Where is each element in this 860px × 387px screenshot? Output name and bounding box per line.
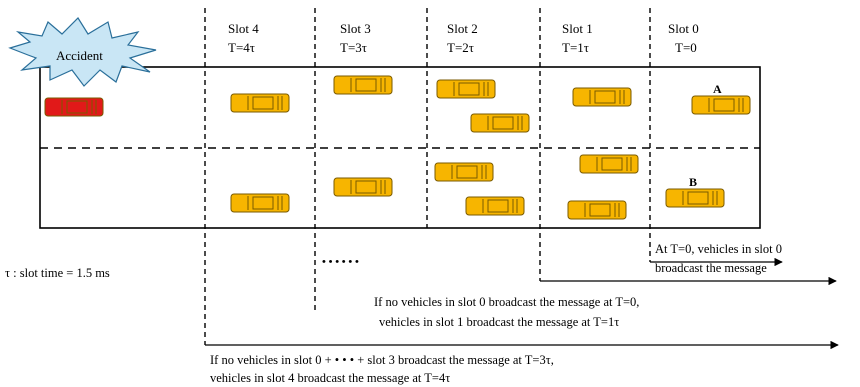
slot-1-time: T=1τ <box>562 40 589 55</box>
slot0-note-line1: At T=0, vehicles in slot 0 <box>655 242 782 256</box>
slot-2-name: Slot 2 <box>447 21 478 36</box>
slot-0-time: T=0 <box>675 40 697 55</box>
accident-burst-shape <box>8 17 157 87</box>
slot-3-time: T=3τ <box>340 40 367 55</box>
vehicle <box>567 200 627 220</box>
accident-vehicle <box>44 97 104 117</box>
vehicles <box>44 75 751 220</box>
vehicle <box>230 193 290 213</box>
slot-headers: Slot 4 T=4τ Slot 3 T=3τ Slot 2 T=2τ Slot… <box>228 21 699 55</box>
vehicle-a-label: A <box>713 82 722 96</box>
vehicle-b-label: B <box>689 175 697 189</box>
slot-3-name: Slot 3 <box>340 21 371 36</box>
slot-0-name: Slot 0 <box>668 21 699 36</box>
slot-2-time: T=2τ <box>447 40 474 55</box>
slot-1-name: Slot 1 <box>562 21 593 36</box>
vehicle <box>470 113 530 133</box>
slot1-note-line1: If no vehicles in slot 0 broadcast the m… <box>374 295 639 309</box>
accident-burst: Accident <box>8 17 157 87</box>
vehicle <box>691 95 751 115</box>
slot-boundaries <box>204 8 651 345</box>
vehicle <box>465 196 525 216</box>
accident-label: Accident <box>56 48 103 63</box>
slot0-note-line2: broadcast the message <box>655 261 767 275</box>
road <box>39 66 761 229</box>
vehicle <box>572 87 632 107</box>
vehicle <box>665 188 725 208</box>
slot-4-name: Slot 4 <box>228 21 259 36</box>
slot4-note-line1: If no vehicles in slot 0 + • • • + slot … <box>210 353 554 367</box>
slot4-note-line2: vehicles in slot 4 broadcast the message… <box>210 371 450 385</box>
vehicle <box>434 162 494 182</box>
vehicle <box>333 75 393 95</box>
slot-4-time: T=4τ <box>228 40 255 55</box>
vehicle <box>579 154 639 174</box>
ellipsis: • • • • • • <box>322 256 359 268</box>
slot-time-note: τ : slot time = 1.5 ms <box>5 266 110 280</box>
vehicle <box>333 177 393 197</box>
slot1-note-line2: vehicles in slot 1 broadcast the message… <box>379 315 619 329</box>
vehicle <box>436 79 496 99</box>
vehicle <box>230 93 290 113</box>
